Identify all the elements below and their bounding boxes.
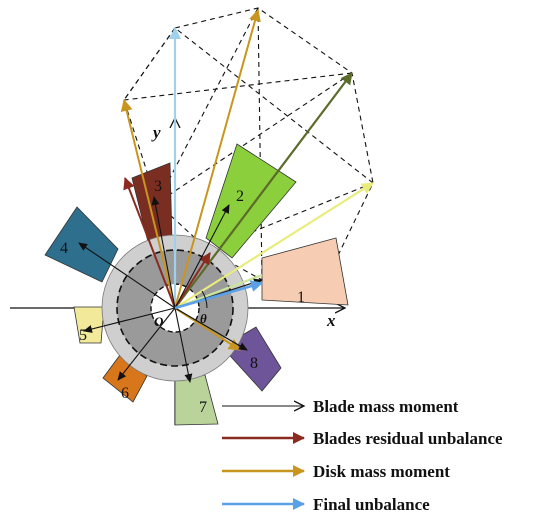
- legend-label-blades-residual-unbalance: Blades residual unbalance: [313, 429, 503, 448]
- blade-label-1: 1: [297, 289, 305, 306]
- legend-label-final-unbalance: Final unbalance: [313, 495, 430, 514]
- final-unbalance-vector: [174, 280, 263, 310]
- blade-2: [205, 143, 297, 259]
- blade-mass-moments: [78, 196, 263, 383]
- legend-item-disk-mass-moment: Disk mass moment: [222, 462, 450, 481]
- blade-moment-4: [78, 242, 176, 309]
- blade-label-2: 2: [236, 188, 244, 205]
- blade-7: [174, 374, 219, 426]
- blade-3: [131, 162, 173, 243]
- blade-moment-5: [83, 307, 176, 333]
- blade-moment-8: [174, 307, 248, 351]
- residual-unbalance: [123, 177, 211, 309]
- disk-mass-moments: [120, 9, 261, 351]
- disk-moment-main: [174, 9, 261, 309]
- blade-label-8: 8: [250, 355, 258, 372]
- blade-label-5: 5: [79, 327, 87, 344]
- blade-moment-2: [174, 204, 230, 309]
- blade-label-4: 4: [60, 240, 68, 257]
- legend: Blade mass moment Blades residual unbala…: [222, 397, 503, 514]
- y-axis-label: y: [151, 123, 161, 142]
- blade-moment-6: [117, 307, 176, 381]
- theta-label: θ: [200, 311, 207, 326]
- legend-label-blade-mass-moment: Blade mass moment: [313, 397, 459, 416]
- residual-upper: [174, 252, 211, 309]
- blade-5: [73, 306, 105, 344]
- x-axis-label: x: [326, 311, 336, 330]
- olive-vector: [174, 72, 353, 309]
- blade-moment-3: [151, 196, 176, 309]
- disk-moment-left: [120, 99, 176, 309]
- legend-item-blades-residual-unbalance: Blades residual unbalance: [222, 429, 503, 448]
- blade-1: [261, 237, 349, 306]
- legend-item-final-unbalance: Final unbalance: [222, 495, 430, 514]
- blade-label-7: 7: [199, 399, 207, 416]
- blade-moment-7: [174, 307, 193, 383]
- blade-label-3: 3: [154, 178, 162, 195]
- disk-moment-lower: [174, 307, 241, 351]
- residual-left: [123, 177, 176, 309]
- origin-label: O: [154, 314, 164, 329]
- yellow-vector: [174, 182, 374, 309]
- long-vectors: [169, 27, 374, 310]
- labels: 1 2 3 4 5 6 7 8 x y O θ: [60, 123, 336, 416]
- legend-label-disk-mass-moment: Disk mass moment: [313, 462, 450, 481]
- legend-item-blade-mass-moment: Blade mass moment: [222, 397, 459, 416]
- blade-label-6: 6: [121, 385, 129, 402]
- theta-arc: [201, 290, 208, 309]
